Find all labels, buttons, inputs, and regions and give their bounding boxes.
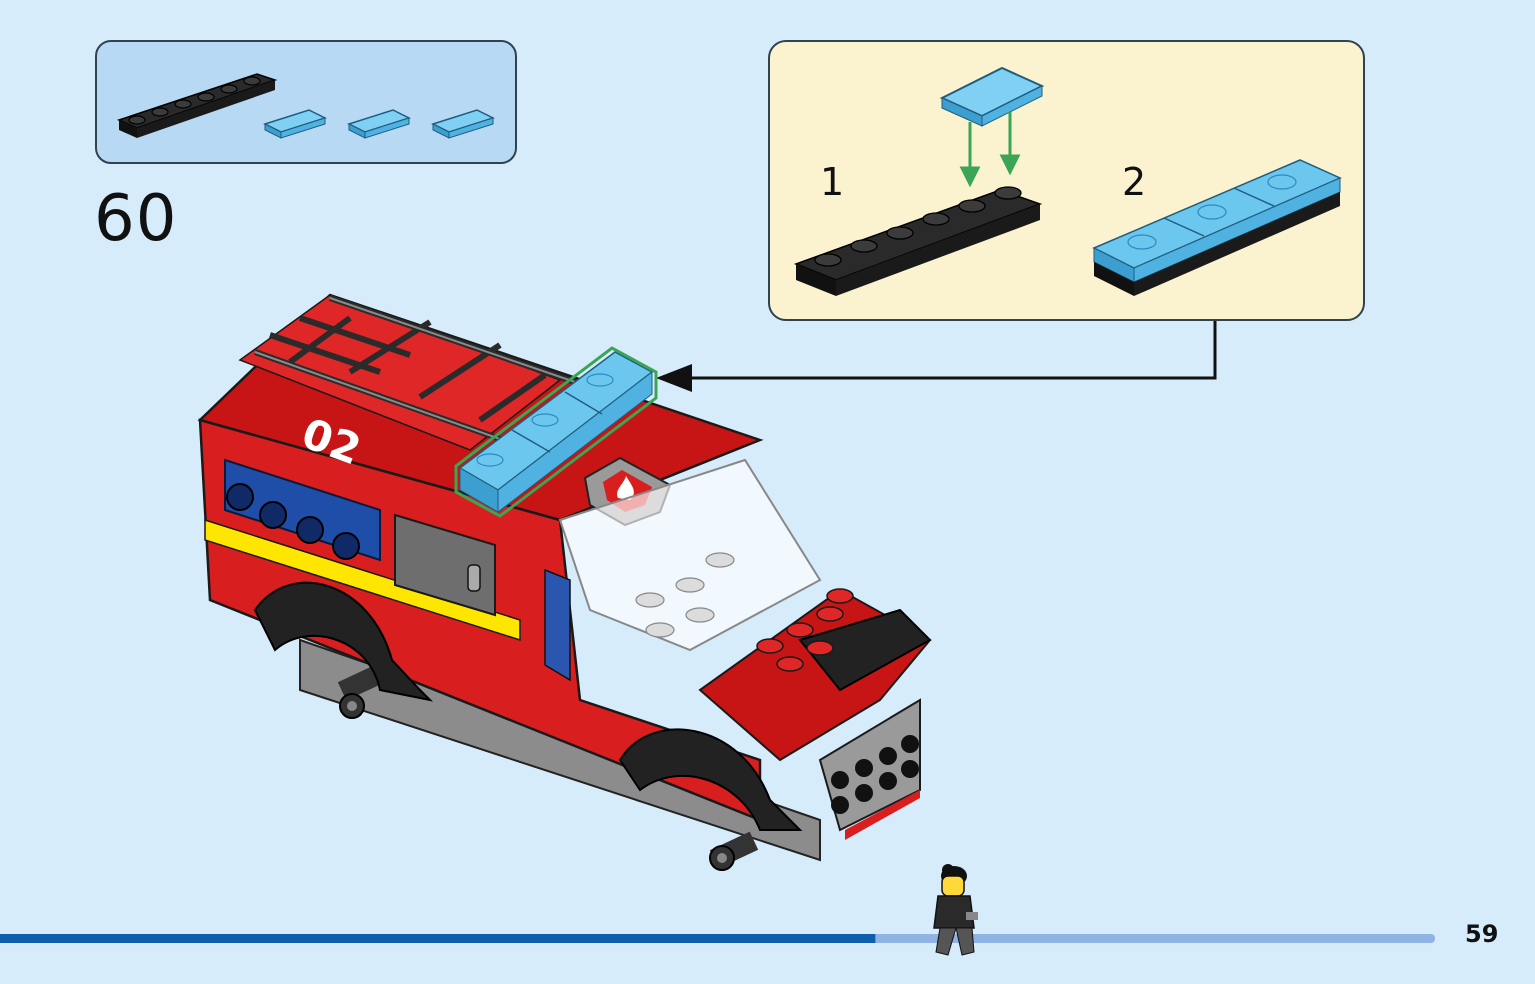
page-number: 59 xyxy=(1465,920,1499,948)
minifigure-walking-icon xyxy=(933,864,978,956)
trans-blue-1x2-tile-icon xyxy=(263,109,327,139)
trans-blue-1x2-tile-icon xyxy=(431,109,495,139)
placement-arrows xyxy=(959,112,1021,188)
black-1x6-plate-icon xyxy=(116,73,278,138)
sub-step-1-label: 1 xyxy=(820,160,845,204)
sub-step-1-tile xyxy=(939,66,1045,127)
sub-step-2-light-bar xyxy=(1092,159,1342,296)
front-axle-pin xyxy=(709,831,759,871)
fire-truck: 02 xyxy=(197,293,932,871)
sub-assembly-box: 1 2 xyxy=(768,40,1365,321)
parts-list-box xyxy=(95,40,517,164)
sub-step-1-plate xyxy=(793,186,1043,296)
step-number: 60 xyxy=(94,182,178,256)
sub-step-2-label: 2 xyxy=(1122,160,1147,204)
trans-blue-1x2-tile-icon xyxy=(347,109,411,139)
progress-completed xyxy=(0,934,876,943)
sub-assembly-art xyxy=(793,66,1342,296)
progress-bar xyxy=(0,934,1435,943)
blue-tank-modules xyxy=(224,458,381,562)
parts-list-art xyxy=(116,73,495,139)
callout-connector xyxy=(656,321,1217,392)
roof-light-bar xyxy=(454,346,658,518)
